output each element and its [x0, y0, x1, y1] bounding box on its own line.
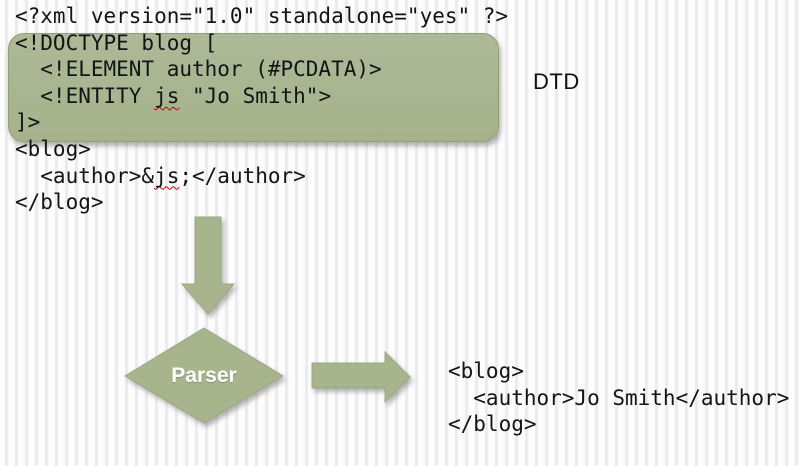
code-line: <!ENTITY js "Jo Smith"> [15, 83, 508, 110]
code-line: </blog> [448, 411, 789, 438]
source-xml-code: <?xml version="1.0" standalone="yes" ?><… [15, 3, 508, 216]
code-text: ;</author> [179, 163, 306, 188]
output-xml-code: <blog> <author>Jo Smith</author></blog> [448, 358, 789, 438]
code-text: <blog> [15, 136, 91, 161]
right-arrow-icon [311, 350, 411, 404]
code-text: <!DOCTYPE blog [ [15, 30, 218, 55]
code-line: <author>Jo Smith</author> [448, 385, 789, 412]
code-text: <!ENTITY [15, 83, 155, 108]
misspelled-word: js [154, 83, 180, 108]
code-line: <blog> [448, 358, 789, 385]
code-text: <author>& [15, 163, 155, 188]
parser-label: Parser [171, 364, 237, 387]
code-text: </blog> [15, 190, 104, 215]
code-line: <blog> [15, 136, 508, 163]
code-line: <author>&js;</author> [15, 163, 508, 190]
dtd-label: DTD [533, 69, 580, 94]
code-text: <!ELEMENT author (#PCDATA)> [15, 57, 382, 82]
code-line: <!DOCTYPE blog [ [15, 30, 508, 57]
dtd-definition-box [8, 33, 499, 142]
code-text: <?xml version="1.0" standalone="yes" ?> [15, 4, 509, 28]
code-text: "Jo Smith"> [179, 83, 332, 108]
code-line: <!ELEMENT author (#PCDATA)> [15, 56, 508, 83]
misspelled-word: js [154, 163, 180, 188]
code-text: </blog> [448, 412, 537, 437]
code-line: </blog> [15, 189, 508, 216]
down-arrow-icon [180, 216, 236, 315]
parser-diamond [124, 327, 284, 424]
code-text: ]> [15, 110, 41, 135]
code-line: ]> [15, 109, 508, 136]
code-text: <author>Jo Smith</author> [448, 385, 790, 410]
code-text: <blog> [448, 359, 524, 383]
code-line: <?xml version="1.0" standalone="yes" ?> [15, 3, 508, 30]
